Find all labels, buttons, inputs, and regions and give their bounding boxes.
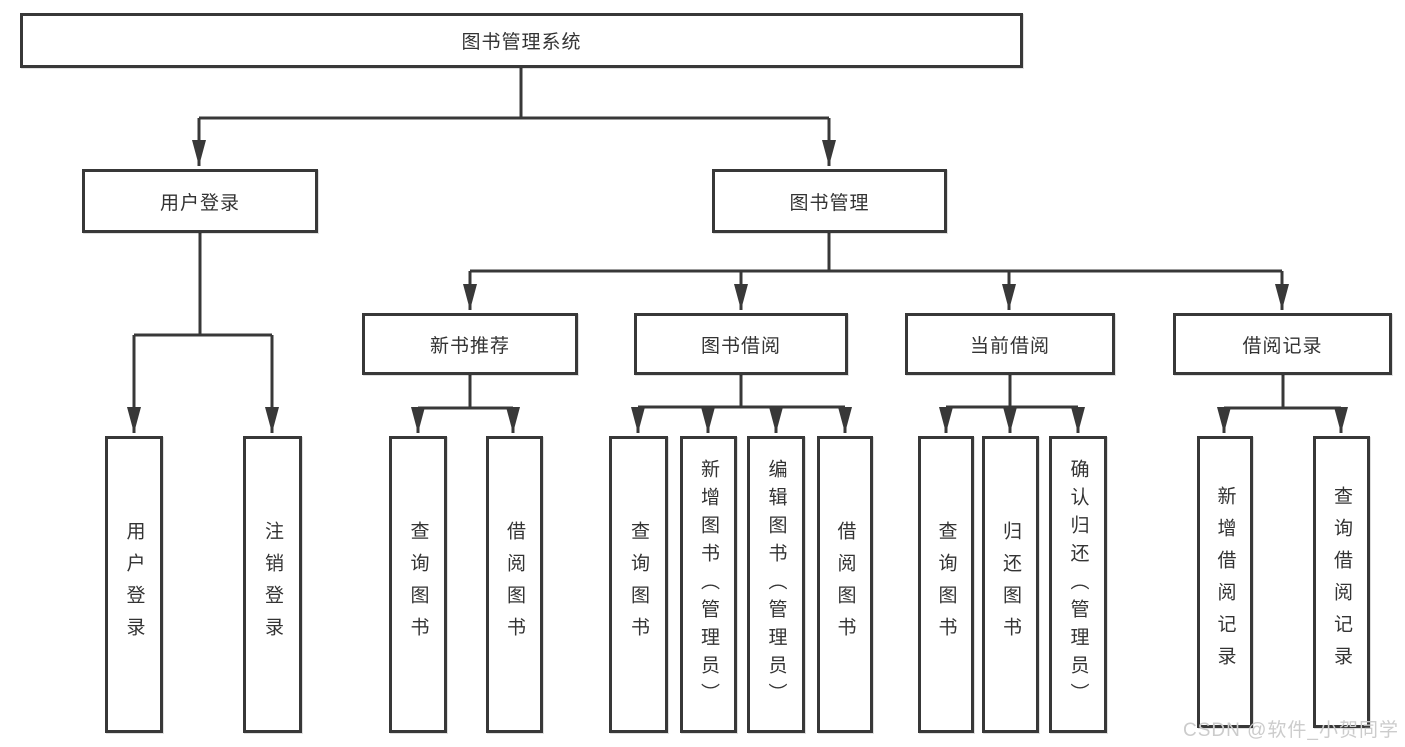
node-leaf-borrow-books-2: 借阅图书 [817, 436, 873, 733]
node-label: 查询图书 [628, 520, 649, 649]
node-label: 查询图书 [407, 520, 429, 649]
node-label: 图书管理 [789, 192, 870, 214]
node-label: 新增图书（管理员） [698, 458, 719, 711]
node-current-borrowing: 当前借阅 [905, 313, 1115, 375]
node-label: 图书管理系统 [461, 32, 582, 53]
node-leaf-add-books-admin: 新增图书（管理员） [680, 436, 737, 733]
node-leaf-query-books-2: 查询图书 [609, 436, 668, 733]
node-leaf-confirm-return-admin: 确认归还（管理员） [1049, 436, 1107, 733]
node-label: 借阅图书 [834, 520, 856, 649]
node-label: 查询借阅记录 [1331, 486, 1352, 678]
node-label: 编辑图书（管理员） [765, 458, 787, 711]
node-label: 用户登录 [123, 520, 145, 649]
node-label: 借阅图书 [504, 520, 525, 649]
node-leaf-user-login: 用户登录 [105, 436, 163, 733]
csdn-watermark: CSDN @软件_小贺同学 [1183, 720, 1399, 741]
node-leaf-return-books: 归还图书 [982, 436, 1039, 733]
node-label: 新增借阅记录 [1214, 486, 1236, 678]
node-label: 注销登录 [262, 520, 283, 649]
node-leaf-query-books-1: 查询图书 [389, 436, 447, 733]
node-leaf-logout: 注销登录 [243, 436, 302, 733]
node-label: 查询图书 [935, 520, 957, 649]
node-label: 借阅记录 [1242, 335, 1323, 357]
node-leaf-query-books-3: 查询图书 [918, 436, 974, 733]
node-leaf-edit-books-admin: 编辑图书（管理员） [747, 436, 805, 733]
node-book-management: 图书管理 [712, 169, 947, 233]
node-leaf-query-borrow-record: 查询借阅记录 [1313, 436, 1370, 728]
node-leaf-borrow-books-1: 借阅图书 [486, 436, 543, 733]
node-label: 图书借阅 [700, 335, 781, 357]
node-label: 确认归还（管理员） [1067, 458, 1089, 711]
node-label: 新书推荐 [429, 335, 510, 357]
node-label: 归还图书 [1000, 520, 1021, 649]
node-new-book-recommendation: 新书推荐 [362, 313, 578, 375]
node-label: 当前借阅 [969, 335, 1050, 357]
node-label: 用户登录 [159, 192, 240, 214]
node-user-login: 用户登录 [82, 169, 318, 233]
node-leaf-add-borrow-record: 新增借阅记录 [1197, 436, 1253, 728]
node-book-borrowing: 图书借阅 [634, 313, 848, 375]
node-library-management-system: 图书管理系统 [20, 13, 1023, 68]
node-borrowing-records: 借阅记录 [1173, 313, 1392, 375]
